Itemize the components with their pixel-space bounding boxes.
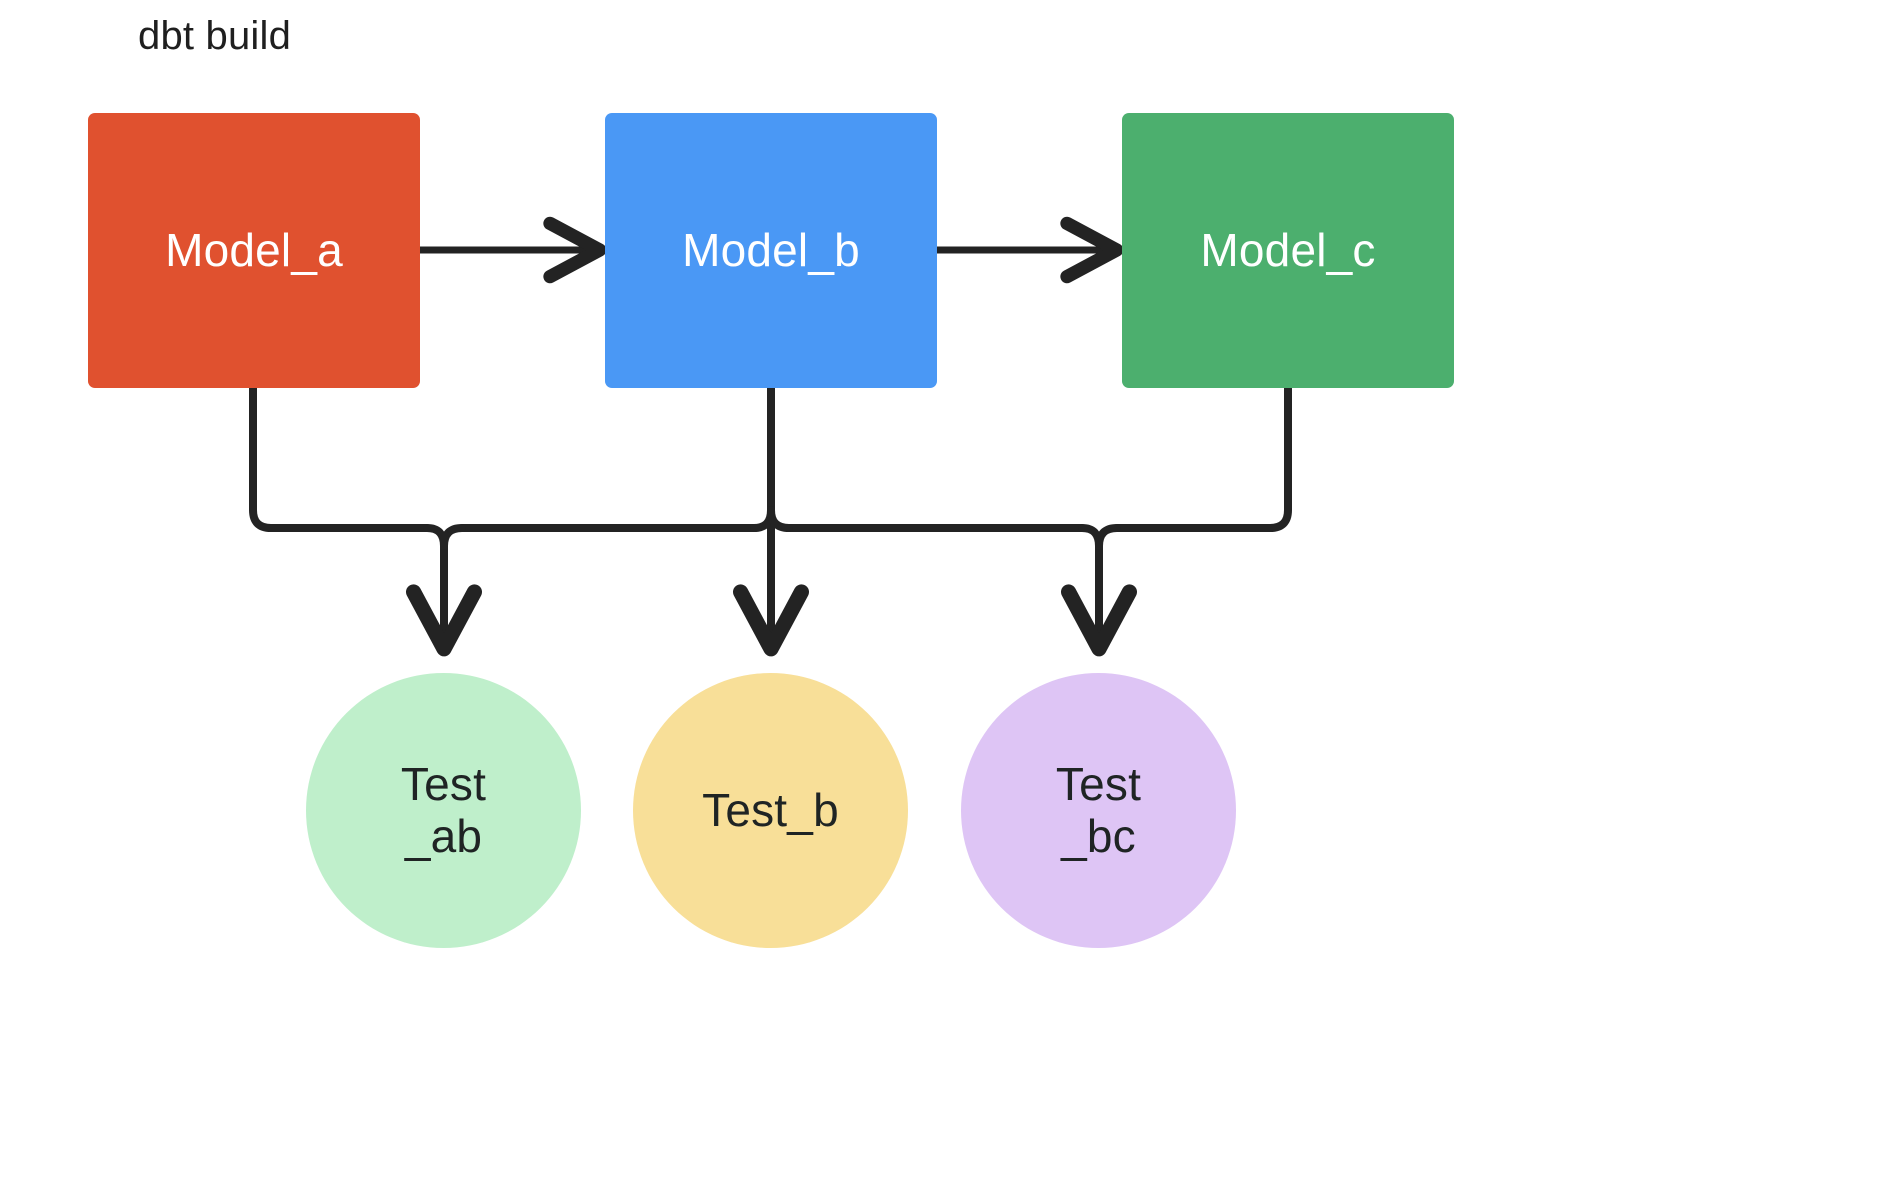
node-test-ab-label-line1: Test — [400, 757, 487, 810]
node-model-b[interactable]: Model_b — [605, 113, 937, 388]
node-test-ab-label-line2: _ab — [404, 809, 483, 862]
edge-junction-to-test-bc-right — [1095, 524, 1121, 550]
edge-model-a-drop — [249, 384, 431, 532]
edge-bus-junction-model-b-right — [767, 506, 793, 532]
node-model-c-label: Model_c — [1200, 223, 1376, 276]
edge-junction-to-test-ab-right — [440, 524, 466, 550]
node-test-bc-label-line1: Test — [1055, 757, 1142, 810]
node-model-b-label: Model_b — [682, 223, 860, 276]
node-test-b-label-line1: Test_b — [702, 783, 839, 836]
node-test-bc[interactable]: Test _bc — [961, 673, 1236, 948]
page-title: dbt build — [138, 14, 292, 58]
node-model-a-label: Model_a — [165, 223, 343, 276]
edge-model-c-drop — [1113, 384, 1292, 532]
node-model-a[interactable]: Model_a — [88, 113, 420, 388]
node-test-b[interactable]: Test_b — [633, 673, 908, 948]
node-test-bc-label-line2: _bc — [1061, 809, 1136, 862]
node-model-c[interactable]: Model_c — [1122, 113, 1454, 388]
node-test-ab[interactable]: Test _ab — [306, 673, 581, 948]
